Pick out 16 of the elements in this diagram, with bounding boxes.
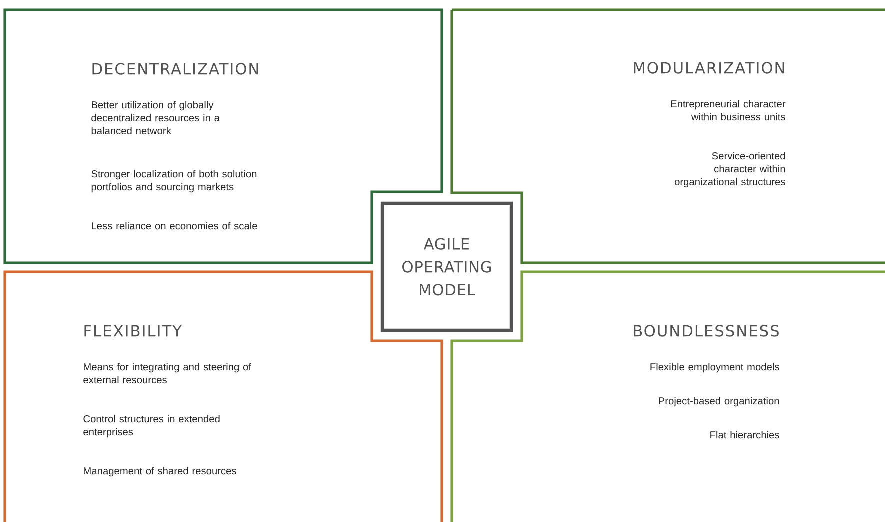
bullet-text: Stronger localization of both solution portfolios and sourcing markets	[92, 170, 257, 193]
bullet-text: Management of shared resources	[84, 467, 236, 477]
heading: MODULARIZATION	[634, 62, 784, 74]
bullet-text: Means for integrating and steering of external resources	[84, 363, 252, 384]
bullet-text: Service-oriented character within organizational structures	[674, 152, 786, 188]
bullet-text: Flat hierarchies	[710, 431, 780, 439]
heading: FLEXIBILITY	[84, 325, 182, 337]
heading: BOUNDLESSNESS	[634, 325, 779, 337]
bullet-text: Project-based organization	[659, 397, 780, 407]
center-box: AGILE OPERATING MODEL	[380, 202, 514, 332]
bullet-text: Less reliance on economies of scale	[92, 222, 258, 230]
bullet-text: Control structures in extended enterprises	[84, 415, 220, 438]
bullet-text: Entrepreneurial character within business units	[671, 100, 786, 121]
bullet-text: Better utilization of globally decentralized resources in a balanced network	[92, 101, 220, 135]
bullet-text: Flexible employment models	[650, 363, 780, 373]
heading: DECENTRALIZATION	[92, 63, 258, 75]
